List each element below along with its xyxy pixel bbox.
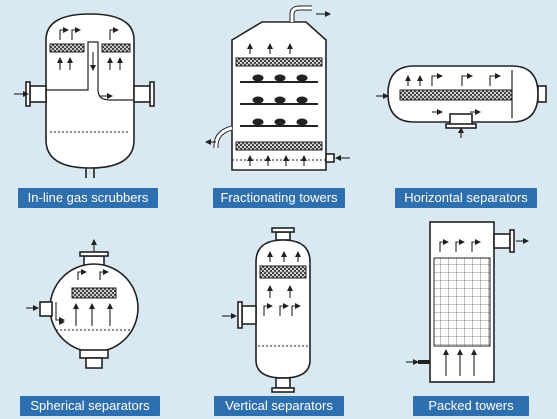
label-packed-towers: Packed towers (413, 396, 529, 416)
arrow-icon (205, 11, 350, 166)
horizontal-separator-vessel (387, 65, 547, 129)
label-vertical-separators: Vertical separators (214, 396, 344, 416)
arrow-icon (26, 239, 113, 326)
arrow-icon (376, 73, 501, 138)
label-spherical-separators: Spherical separators (20, 396, 160, 416)
arrow-icon (222, 251, 301, 319)
vertical-separator-vessel (237, 227, 311, 393)
label-fractionating-towers: Fractionating towers (213, 188, 345, 208)
spherical-separator-vessel (39, 251, 139, 369)
label-inline-gas-scrubbers: In-line gas scrubbers (18, 188, 158, 208)
bubble-cap-tray-icon (240, 74, 318, 127)
fractionating-tower-vessel (213, 5, 335, 171)
arrow-icon (406, 238, 529, 376)
packed-tower-vessel (418, 221, 515, 383)
inline-gas-scrubber-vessel (25, 13, 155, 178)
arrow-icon (14, 27, 123, 99)
label-horizontal-separators: Horizontal separators (395, 188, 537, 208)
